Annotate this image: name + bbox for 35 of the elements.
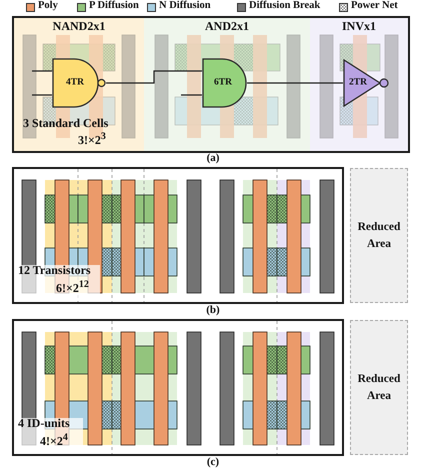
count-label: 4 ID-units <box>18 417 70 431</box>
inverter-gate <box>343 59 389 107</box>
wire <box>32 94 52 96</box>
cell-name: NAND2x1 <box>52 20 106 34</box>
wire <box>106 70 202 84</box>
area-label: Reduced Area <box>356 372 402 404</box>
area-label: Reduced Area <box>356 220 402 252</box>
standard-cell-region <box>14 18 144 151</box>
formula-label: 6!×2$^{12}$ <box>56 279 89 296</box>
cell-name: AND2x1 <box>205 20 249 34</box>
legend-label: Poly <box>38 0 58 12</box>
formula-label: 3!×2$^{3}$ <box>78 131 106 148</box>
legend-label: P Diffusion <box>89 0 139 12</box>
reduced-area-box <box>350 168 408 303</box>
subfigure-label: (c) <box>206 456 220 469</box>
gate-label: 4TR <box>66 78 84 88</box>
formula-label: 4!×2$^{4}$ <box>40 432 68 449</box>
count-label: 12 Transistors <box>18 264 91 278</box>
count-label: 3 Standard Cells <box>23 117 108 131</box>
legend-label: N Diffusion <box>159 0 211 12</box>
wire <box>247 82 343 84</box>
subfigure-label: (a) <box>206 152 220 165</box>
and-gate <box>202 58 247 108</box>
wire <box>32 70 52 72</box>
legend-label: Power Net <box>351 0 398 12</box>
standard-cell-region <box>144 18 310 151</box>
gate-label: 2TR <box>349 78 367 88</box>
reduced-area-box <box>350 320 408 455</box>
standard-cell-region <box>310 18 408 151</box>
legend-label: Diffusion Break <box>249 0 320 12</box>
wire <box>181 94 202 96</box>
gate-label: 6TR <box>214 78 232 88</box>
cell-name: INVx1 <box>342 20 376 34</box>
nand-gate <box>52 58 106 108</box>
subfigure-label: (b) <box>206 304 220 317</box>
